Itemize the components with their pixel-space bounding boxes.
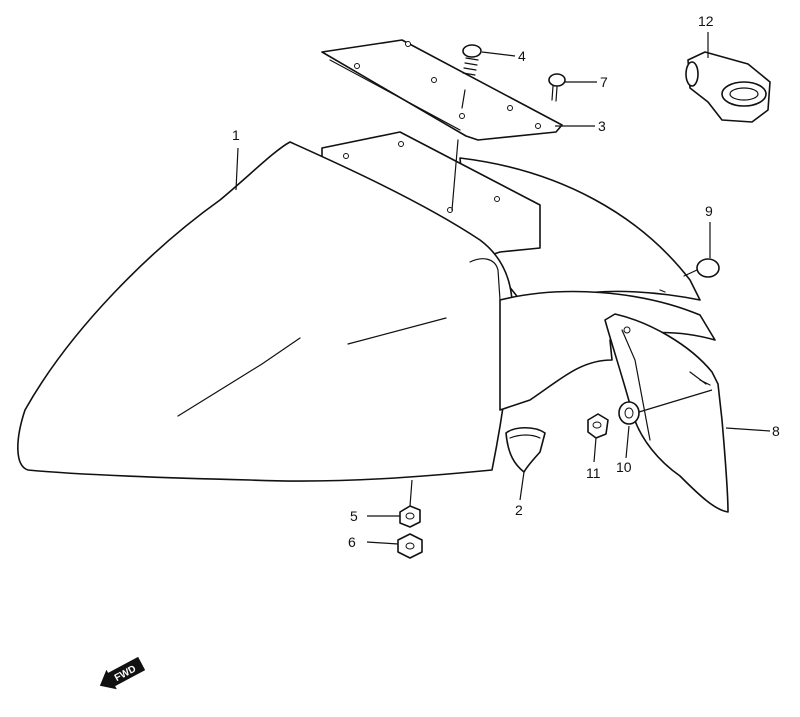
part-6-nut <box>397 533 423 559</box>
part-5-nut <box>399 505 421 528</box>
part-3-mounting-plate <box>321 39 563 141</box>
fwd-label: FWD <box>113 664 138 684</box>
callout-6: 6 <box>348 534 356 550</box>
part-2-clip <box>505 426 546 473</box>
callout-2: 2 <box>515 502 523 518</box>
fwd-direction-arrow: FWD <box>99 656 146 690</box>
part-7-bolt <box>548 73 566 102</box>
part-1-front-fender <box>17 131 716 482</box>
callout-10: 10 <box>616 459 632 475</box>
callout-5: 5 <box>350 508 358 524</box>
callout-1: 1 <box>232 127 240 143</box>
callout-7: 7 <box>600 74 608 90</box>
callout-8: 8 <box>772 423 780 439</box>
callout-9: 9 <box>705 203 713 219</box>
leader-lines <box>235 32 771 545</box>
callout-11: 11 <box>586 465 601 481</box>
part-10-washer <box>618 401 640 425</box>
part-4-screw <box>461 44 482 109</box>
callout-12: 12 <box>698 13 714 29</box>
callout-3: 3 <box>598 118 606 134</box>
part-11-nut <box>587 413 609 439</box>
part-9-screw <box>683 258 720 278</box>
callout-labels: 1 2 3 4 5 6 7 8 9 10 11 12 <box>232 13 780 550</box>
callout-4: 4 <box>518 48 526 64</box>
part-12-grommet <box>685 51 771 123</box>
